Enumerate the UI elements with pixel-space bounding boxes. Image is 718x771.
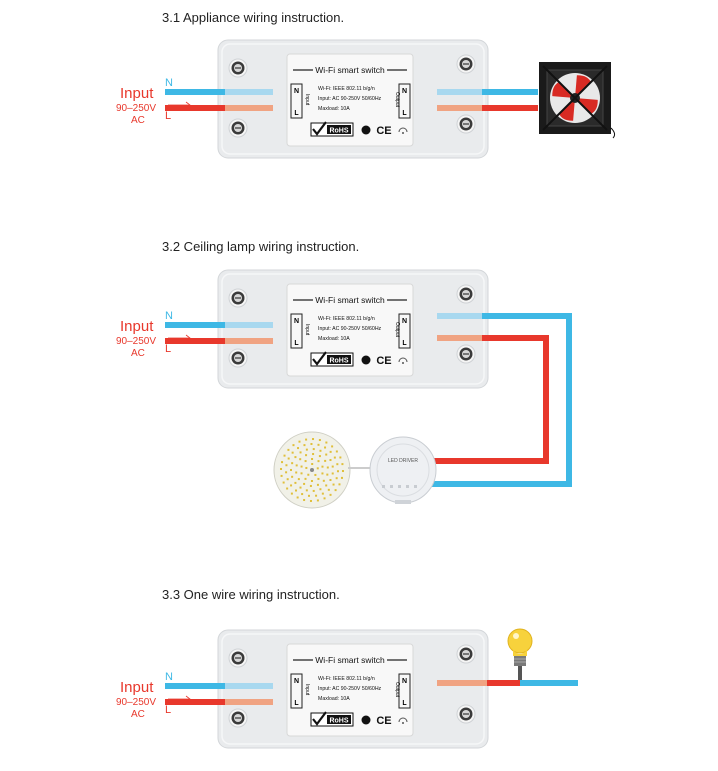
neutral-wire (165, 322, 225, 328)
device-name: Wi-Fi smart switch (315, 65, 385, 75)
light-bulb-icon (507, 628, 533, 680)
device-input-l: L (294, 340, 299, 347)
device-output-l: L (402, 700, 407, 707)
device-output-n: N (402, 318, 407, 325)
output-live-terminal (437, 335, 482, 341)
device-output-label: Output (394, 682, 400, 698)
device-input-n: N (294, 88, 299, 95)
output-neutral-wire (430, 313, 572, 487)
neutral-wire (165, 683, 225, 689)
output-live-wire (482, 105, 538, 111)
output-live-terminal (437, 680, 487, 686)
neutral-wire (165, 89, 225, 95)
voltage-label: 90–250V (116, 697, 156, 708)
rohs-label: RoHS (329, 128, 348, 135)
exhaust-fan-icon (539, 62, 616, 139)
rohs-label: RoHS (329, 358, 348, 365)
live-terminal (225, 105, 273, 111)
checkmark-icon (312, 711, 327, 726)
device-output-label: Output (394, 92, 400, 108)
device-output-l: L (402, 340, 407, 347)
device-name: Wi-Fi smart switch (315, 295, 385, 305)
live-wire (165, 105, 225, 111)
output-live-wire (487, 680, 520, 686)
device-output-l: L (402, 110, 407, 117)
section-title-one-wire: 3.3 One wire wiring instruction. (162, 587, 340, 602)
checkmark-icon (312, 121, 327, 136)
section-title-appliance: 3.1 Appliance wiring instruction. (162, 10, 345, 25)
input-label: Input (120, 85, 154, 102)
device-input-l: L (294, 700, 299, 707)
neutral-terminal (225, 322, 273, 328)
ac-label: AC (131, 115, 145, 126)
device-input-l: L (294, 110, 299, 117)
neutral-terminal (225, 89, 273, 95)
neutral-terminal (225, 683, 273, 689)
led-panel-icon (273, 431, 372, 509)
device-spec-input: Input: AC 90-250V 50/60Hz (318, 96, 382, 102)
output-live-terminal (437, 105, 482, 111)
output-neutral-wire (482, 89, 538, 95)
output-neutral-terminal (437, 313, 482, 319)
device-spec-maxload: Maxload: 10A (318, 696, 350, 702)
live-label: L (165, 343, 171, 355)
neutral-label: N (165, 671, 173, 683)
device-name: Wi-Fi smart switch (315, 655, 385, 665)
voltage-label: 90–250V (116, 336, 156, 347)
device-input-label: Input (304, 324, 310, 336)
input-label: Input (120, 318, 154, 335)
live-wire (165, 699, 225, 705)
section-title-ceiling-lamp: 3.2 Ceiling lamp wiring instruction. (162, 239, 360, 254)
reset-button-icon (361, 125, 371, 135)
reset-button-icon (361, 355, 371, 365)
ac-label: AC (131, 348, 145, 359)
live-terminal (225, 338, 273, 344)
live-label: L (165, 110, 171, 122)
live-label: L (165, 704, 171, 716)
led-driver-label: LED DRIVER (388, 458, 418, 464)
led-driver-icon: LED DRIVER (369, 436, 437, 504)
ce-mark: CE (376, 715, 391, 727)
wifi-icon (398, 717, 408, 723)
live-terminal (225, 699, 273, 705)
device-input-label: Input (304, 94, 310, 106)
device-output-label: Output (394, 322, 400, 338)
device-spec-input: Input: AC 90-250V 50/60Hz (318, 686, 382, 692)
rohs-label: RoHS (329, 718, 348, 725)
device-spec-wifi: Wi-Fi: IEEE 802.11 b/g/n (318, 676, 375, 682)
device-input-label: Input (304, 684, 310, 696)
voltage-label: 90–250V (116, 103, 156, 114)
device-output-n: N (402, 88, 407, 95)
ce-mark: CE (376, 125, 391, 137)
output-live-wire (430, 335, 549, 464)
neutral-label: N (165, 310, 173, 322)
checkmark-icon (312, 351, 327, 366)
ce-mark: CE (376, 355, 391, 367)
reset-button-icon (361, 715, 371, 725)
device-spec-wifi: Wi-Fi: IEEE 802.11 b/g/n (318, 316, 375, 322)
device-spec-maxload: Maxload: 10A (318, 106, 350, 112)
device-spec-maxload: Maxload: 10A (318, 336, 350, 342)
neutral-label: N (165, 77, 173, 89)
live-wire (165, 338, 225, 344)
wifi-icon (398, 127, 408, 133)
device-spec-input: Input: AC 90-250V 50/60Hz (318, 326, 382, 332)
output-neutral-wire (520, 680, 578, 686)
device-output-n: N (402, 678, 407, 685)
output-neutral-terminal (437, 89, 482, 95)
ac-label: AC (131, 709, 145, 720)
device-input-n: N (294, 678, 299, 685)
wifi-icon (398, 357, 408, 363)
device-spec-wifi: Wi-Fi: IEEE 802.11 b/g/n (318, 86, 375, 92)
device-input-n: N (294, 318, 299, 325)
input-label: Input (120, 679, 154, 696)
